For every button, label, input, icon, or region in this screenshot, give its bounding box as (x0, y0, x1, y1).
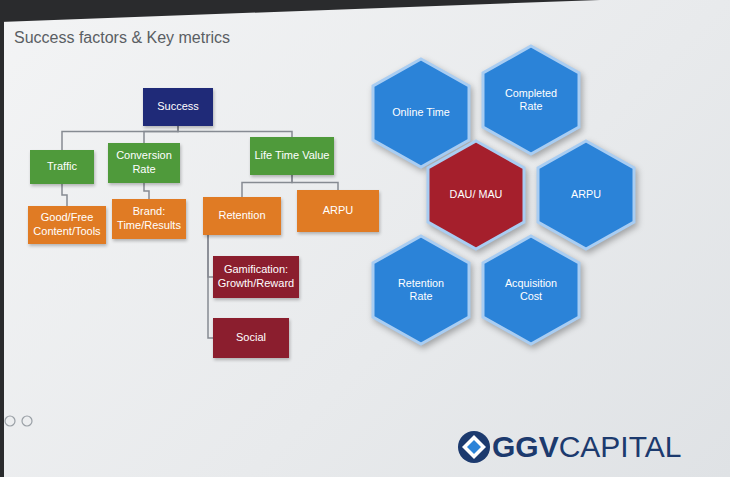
node-text: Life Time Value (254, 149, 329, 163)
node-text: Online Time (392, 106, 450, 119)
tree-box: Gamification: Growth/Reward (213, 256, 299, 298)
control-icon (22, 416, 32, 426)
node-text: Completed Rate (497, 87, 565, 114)
tree-box: Conversion Rate (108, 143, 180, 183)
tree-connector (292, 175, 338, 190)
metric-hexagon: Acquisition Cost (481, 234, 581, 346)
tree-box: Good/Free Content/Tools (28, 206, 106, 244)
node-text: Acquisition Cost (497, 277, 565, 304)
metric-hexagon: Completed Rate (481, 44, 581, 156)
node-text: DAU/ MAU (450, 188, 503, 201)
metric-hexagon: Retention Rate (371, 234, 471, 346)
node-text: Success (157, 100, 199, 114)
tree-connector (178, 126, 292, 137)
screen-bezel (0, 0, 4, 477)
node-text: Gamification: Growth/Reward (217, 263, 295, 291)
screen-bezel (0, 0, 600, 22)
tree-box: Brand: Time/Results (112, 199, 186, 239)
node-text: Retention (218, 209, 265, 223)
metric-hexagon: DAU/ MAU (426, 139, 526, 251)
node-text: Social (236, 331, 266, 345)
control-icon (5, 416, 15, 426)
tree-box: Social (213, 318, 289, 358)
tree-box: Retention (203, 197, 281, 235)
tree-box: Life Time Value (250, 137, 334, 175)
node-text: Good/Free Content/Tools (32, 211, 102, 239)
node-text: ARPU (571, 188, 601, 201)
logo-icon (458, 431, 490, 463)
tree-box: Traffic (30, 150, 94, 184)
metric-hexagon: ARPU (536, 139, 636, 251)
logo-text: CAPITAL (559, 430, 682, 463)
tree-connector (144, 183, 149, 199)
node-text: Conversion Rate (112, 149, 176, 177)
tree-box: ARPU (297, 190, 379, 232)
company-logo: GGVCAPITAL (492, 430, 682, 463)
node-text: Retention Rate (387, 277, 455, 304)
node-text: ARPU (323, 204, 354, 218)
logo-text: GGV (492, 430, 559, 463)
node-text: Brand: Time/Results (116, 205, 182, 233)
tree-connector (242, 175, 292, 197)
slide-title: Success factors & Key metrics (14, 29, 230, 47)
tree-box: Success (143, 88, 213, 126)
node-text: Traffic (47, 160, 77, 174)
tree-connector (144, 126, 178, 143)
tree-connector (62, 184, 67, 206)
